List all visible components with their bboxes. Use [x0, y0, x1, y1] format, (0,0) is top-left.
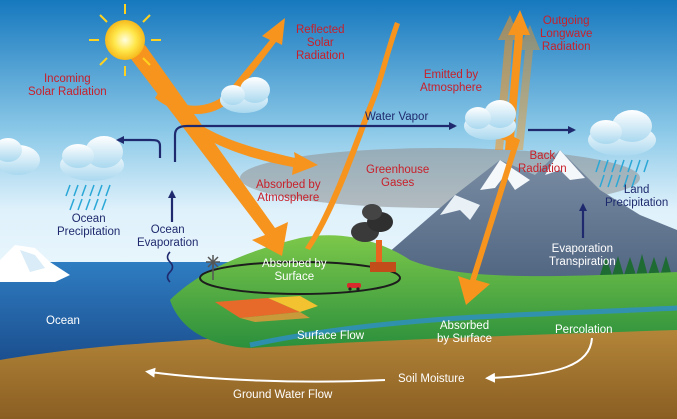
cloud-icon: [464, 100, 516, 140]
label-line: Surface: [274, 271, 315, 283]
label-line: Emitted by: [423, 69, 479, 81]
label-greenhouse-gases: Greenhouse Gases: [366, 164, 429, 190]
cloud-icon: [0, 138, 40, 175]
label-line: by Surface: [437, 333, 492, 345]
label-land-precipitation: Land Precipitation: [605, 184, 668, 210]
label-percolation: Percolation: [555, 324, 613, 336]
label-line: Ocean: [150, 224, 185, 236]
label-ocean-precipitation: Ocean Precipitation: [57, 213, 120, 239]
river: [249, 305, 677, 348]
label-ocean-evaporation: Ocean Evaporation: [137, 224, 198, 250]
label-emitted-by-atmosphere: Emitted by Atmosphere: [420, 69, 482, 95]
label-line: Transpiration: [549, 256, 616, 268]
car-icon: [347, 283, 361, 291]
forest-icon: [600, 254, 672, 276]
label-line: Radiation: [541, 41, 591, 53]
label-line: Back: [529, 150, 556, 162]
label-water-vapor: Water Vapor: [365, 111, 429, 123]
label-line: Incoming: [43, 73, 91, 85]
windmill-icon: [206, 255, 220, 280]
rain-cloud-icon: [60, 136, 124, 211]
label-ground-water-flow: Ground Water Flow: [233, 389, 333, 401]
land-surface: [170, 235, 677, 348]
label-line: Solar: [306, 37, 334, 49]
farm-field-icon: [215, 296, 318, 322]
label-line: Outgoing: [542, 15, 590, 27]
cloud-icon: [220, 77, 270, 113]
factory-icon: [351, 204, 396, 272]
label-ocean: Ocean: [46, 315, 80, 327]
label-line: Greenhouse: [366, 164, 430, 176]
soil-layer: [0, 320, 677, 419]
label-line: Atmosphere: [257, 192, 320, 204]
label-evaporation-transpiration: Evaporation Transpiration: [549, 243, 616, 269]
surface-ring: [199, 261, 401, 295]
label-line: Absorbed by: [256, 179, 321, 191]
label-line: Reflected: [296, 24, 345, 36]
label-line: Precipitation: [605, 197, 669, 209]
label-line: Land: [623, 184, 650, 196]
label-back-radiation: Back Radiation: [518, 150, 567, 176]
label-soil-moisture: Soil Moisture: [398, 373, 465, 385]
label-line: Evaporation: [137, 237, 199, 249]
label-absorbed-by-atmosphere: Absorbed by Atmosphere: [256, 179, 321, 205]
label-line: Gases: [381, 177, 415, 189]
label-line: Solar Radiation: [28, 86, 107, 98]
label-absorbed-by-surface-right: Absorbed by Surface: [437, 320, 492, 346]
label-line: Precipitation: [57, 226, 121, 238]
label-line: Radiation: [296, 50, 345, 62]
label-line: Evaporation: [551, 243, 614, 255]
groundwater-arrows: [145, 337, 593, 383]
label-line: Absorbed: [439, 320, 490, 332]
label-line: Atmosphere: [420, 82, 483, 94]
label-absorbed-by-surface-left: Absorbed by Surface: [262, 258, 327, 284]
label-line: Absorbed by: [262, 258, 327, 270]
iceberg-icon: [0, 245, 70, 282]
label-line: Longwave: [540, 28, 593, 40]
label-reflected-solar: Reflected Solar Radiation: [296, 24, 345, 63]
label-line: Radiation: [518, 163, 567, 175]
label-outgoing-longwave: Outgoing Longwave Radiation: [540, 15, 592, 54]
label-incoming-solar: Incoming Solar Radiation: [28, 73, 107, 99]
rain-cloud-icon: [588, 110, 656, 188]
sun-icon: [89, 4, 161, 76]
water-vapor-arrows: [116, 122, 587, 283]
label-line: Ocean: [71, 213, 106, 225]
label-surface-flow: Surface Flow: [297, 330, 365, 342]
